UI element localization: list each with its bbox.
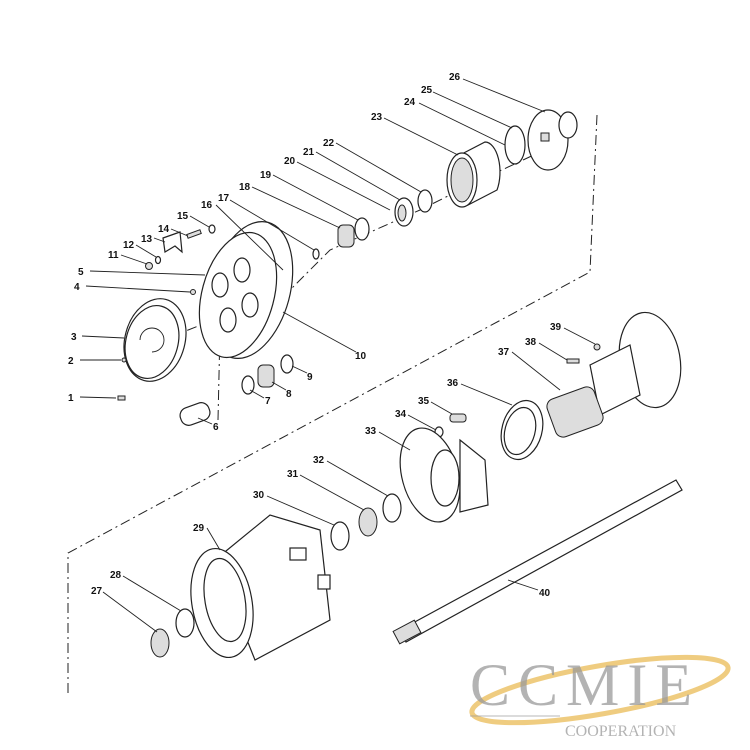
callout-2: 2 — [68, 356, 74, 367]
part-36-seal — [500, 399, 544, 461]
callout-1: 1 — [68, 393, 74, 404]
callout-32: 32 — [313, 455, 325, 466]
callout-27: 27 — [91, 586, 103, 597]
callout-12: 12 — [123, 240, 135, 251]
callout-8: 8 — [286, 389, 292, 400]
part-15-washer — [208, 224, 216, 234]
part-27-bearing — [150, 628, 170, 658]
callout-9: 9 — [307, 372, 313, 383]
callout-37: 37 — [498, 347, 510, 358]
part-19-washer — [354, 217, 370, 241]
callout-38: 38 — [525, 337, 537, 348]
part-6-planet-shaft — [179, 402, 211, 426]
callout-33: 33 — [365, 426, 377, 437]
callout-28: 28 — [110, 570, 122, 581]
callout-15: 15 — [177, 211, 189, 222]
part-11-nut — [145, 262, 153, 270]
callout-21: 21 — [303, 147, 315, 158]
callout-11: 11 — [108, 250, 119, 261]
watermark-swoosh — [469, 654, 731, 726]
part-33-hub — [399, 427, 489, 523]
part-18-needle-bearing — [337, 224, 355, 248]
watermark-brand: CCMIE — [470, 652, 700, 718]
callout-35: 35 — [418, 396, 430, 407]
callout-3: 3 — [71, 332, 77, 343]
callout-7: 7 — [265, 396, 271, 407]
part-28-ring — [175, 608, 195, 638]
callout-16: 16 — [201, 200, 213, 211]
part-9-washer — [280, 354, 294, 374]
part-13-bracket — [162, 231, 183, 254]
part-40-axle-shaft — [392, 479, 683, 645]
part-38-bolt — [566, 358, 580, 364]
part-17-ring — [312, 248, 320, 260]
callout-13: 13 — [141, 234, 153, 245]
callout-17: 17 — [218, 193, 230, 204]
callout-39: 39 — [550, 322, 562, 333]
callout-31: 31 — [287, 469, 299, 480]
part-3-thrust-plate — [123, 298, 187, 382]
part-22-washer — [417, 189, 433, 213]
callout-19: 19 — [260, 170, 272, 181]
callout-6: 6 — [213, 422, 219, 433]
leader-lines — [79, 78, 596, 633]
part-35-plug — [449, 413, 467, 423]
watermark-logo: CCMIE COOPERATION — [469, 652, 731, 740]
callout-4: 4 — [74, 282, 80, 293]
part-39-pin — [593, 343, 601, 351]
part-callouts: 1 2 3 4 5 6 7 8 9 10 11 12 13 14 15 16 1… — [68, 72, 562, 599]
part-14-bolt — [186, 229, 202, 239]
callout-22: 22 — [323, 138, 335, 149]
callout-36: 36 — [447, 378, 459, 389]
part-8-planet-gear — [257, 364, 275, 388]
callout-25: 25 — [421, 85, 433, 96]
callout-23: 23 — [371, 112, 383, 123]
callout-18: 18 — [239, 182, 251, 193]
part-2-screw — [121, 357, 127, 363]
part-30-bearing-cup — [330, 521, 350, 551]
part-23-ring-gear — [446, 141, 501, 208]
callout-24: 24 — [404, 97, 416, 108]
part-21-bearing — [394, 197, 414, 227]
part-carrier-plate — [198, 220, 294, 360]
part-37-spindle — [546, 311, 682, 438]
part-29-housing — [190, 514, 331, 661]
callout-26: 26 — [449, 72, 461, 83]
callout-20: 20 — [284, 156, 296, 167]
part-26-carrier-cover — [527, 109, 578, 171]
callout-34: 34 — [395, 409, 407, 420]
callout-29: 29 — [193, 523, 205, 534]
part-1-bolt — [117, 395, 126, 401]
assembly-axis-line — [67, 114, 598, 695]
part-25-ring — [504, 125, 526, 165]
callout-10: 10 — [355, 351, 367, 362]
part-7-washer — [241, 375, 255, 395]
callout-14: 14 — [158, 224, 170, 235]
callout-40: 40 — [539, 588, 551, 599]
part-31-bearing — [358, 507, 378, 537]
part-4-ball — [190, 289, 196, 295]
watermark-sub: COOPERATION — [565, 723, 677, 740]
part-32-ring — [382, 493, 402, 523]
callout-5: 5 — [78, 267, 84, 278]
callout-30: 30 — [253, 490, 265, 501]
part-12-washer — [154, 255, 162, 265]
